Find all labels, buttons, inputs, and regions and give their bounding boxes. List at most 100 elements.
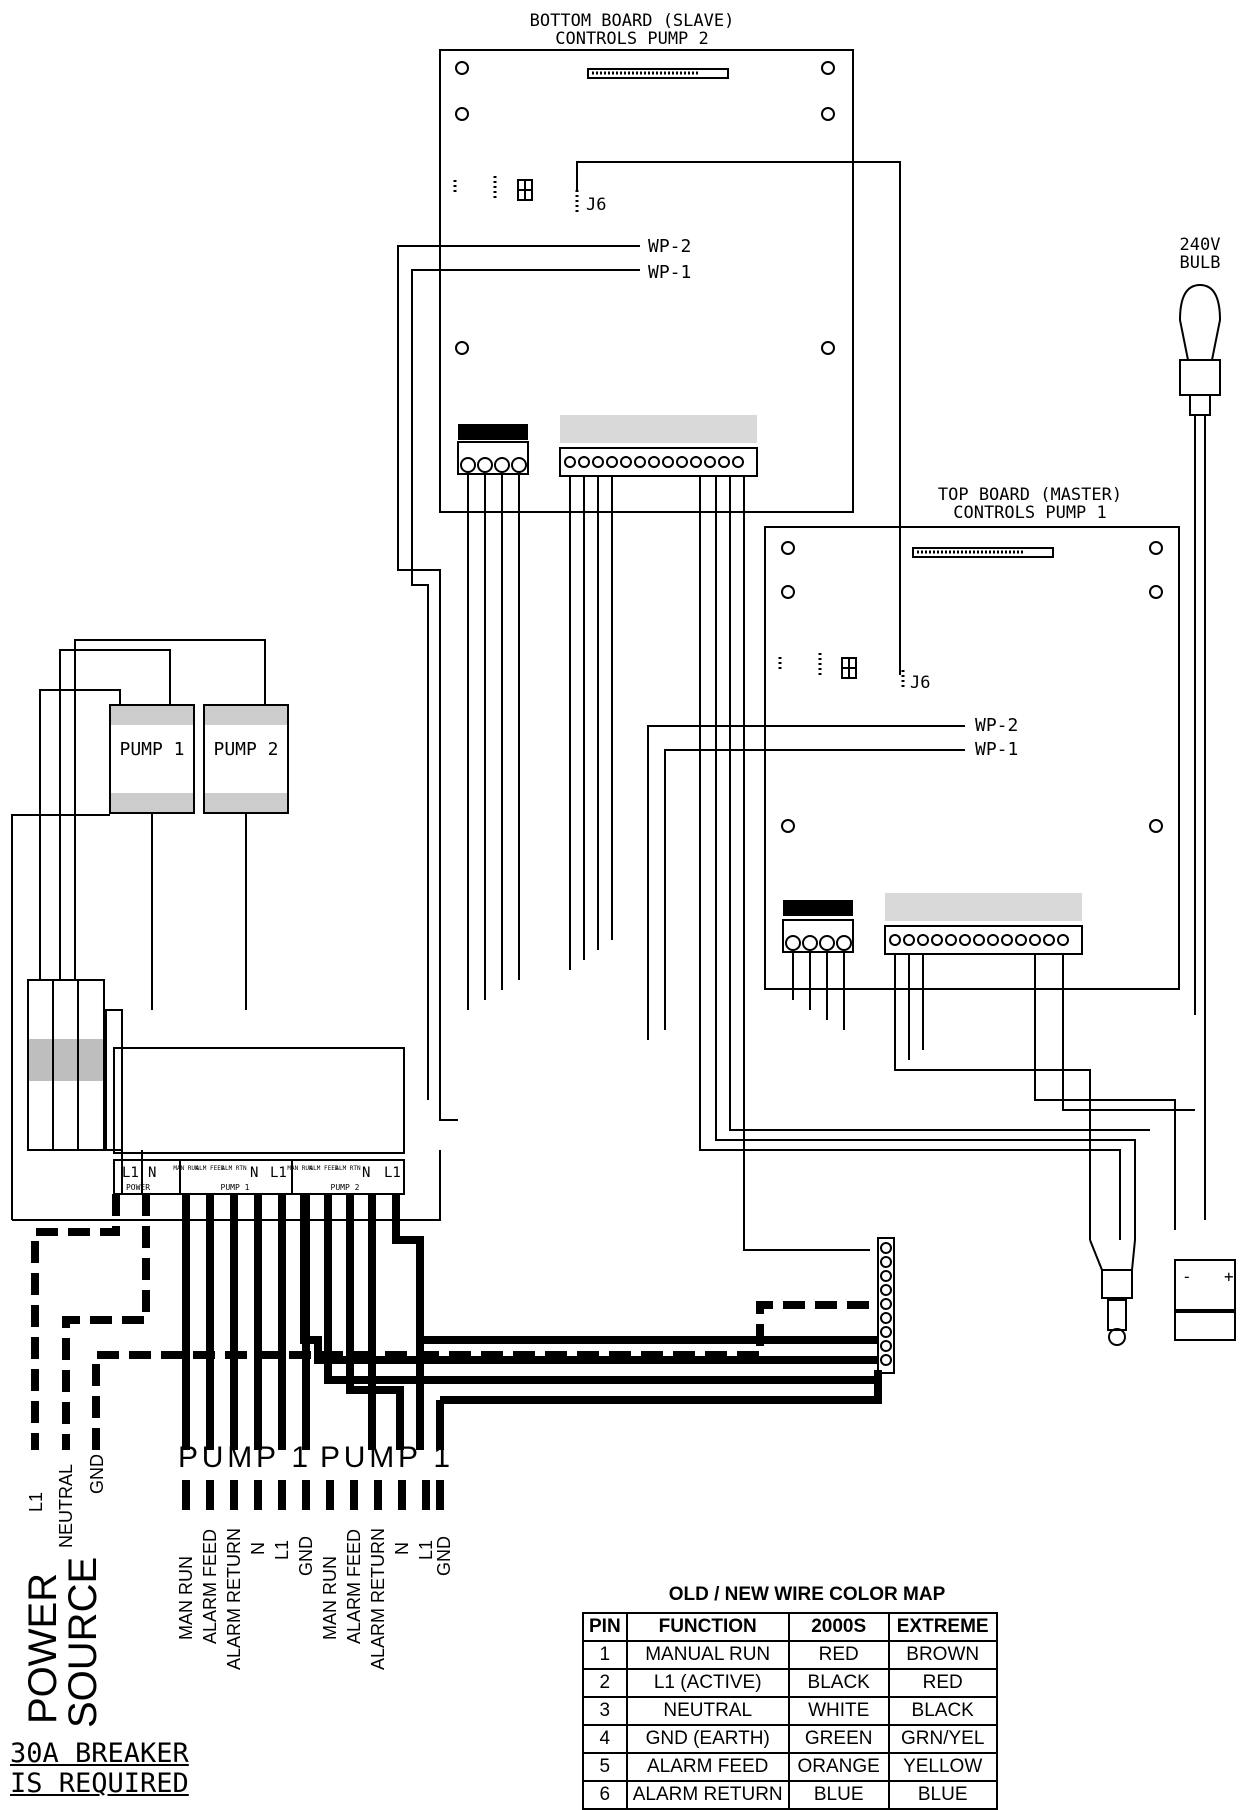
strip-power-n: N (148, 1165, 156, 1181)
cell: MANUAL RUN (625, 1640, 790, 1670)
strip-pump1-l1: L1 (270, 1165, 287, 1181)
color-map-header: PIN FUNCTION 2000S EXTREME (582, 1612, 998, 1642)
strip-pump2-label-2: ALM RTN (335, 1165, 361, 1172)
col-pin: PIN (582, 1612, 628, 1642)
p2-alarm-feed: ALARM FEED (344, 1529, 364, 1644)
strip-pump2-l1: L1 (384, 1165, 401, 1181)
power-neutral-label: NEUTRAL (56, 1464, 76, 1548)
pump-heading-1: PUMP 1 (178, 1441, 308, 1474)
cell: 5 (582, 1752, 628, 1782)
power-l1-label: L1 (26, 1492, 46, 1512)
cell: BROWN (887, 1640, 998, 1670)
contactor-pump2: PUMP 2 (203, 704, 289, 814)
cell: 2 (582, 1668, 628, 1698)
table-row: 4 GND (EARTH) GREEN GRN/YEL (582, 1724, 998, 1754)
table-row: 5 ALARM FEED ORANGE YELLOW (582, 1752, 998, 1782)
strip-pump1-caption: PUMP 1 (221, 1183, 250, 1192)
bottom-board: BOTTOM BOARD (SLAVE) CONTROLS PUMP 2 J6 … (439, 11, 854, 513)
strip-pump2-n: N (362, 1165, 370, 1181)
p2-man-run: MAN RUN (320, 1556, 340, 1640)
cell: 6 (582, 1780, 628, 1810)
power-source-line1: POWER (21, 1573, 65, 1724)
strip-power-caption: POWER (126, 1183, 150, 1192)
cell: BLUE (887, 1780, 998, 1810)
cell: RED (887, 1668, 998, 1698)
p1-alarm-return: ALARM RETURN (224, 1528, 244, 1670)
strip-pump1-label-1: ALM FEED (196, 1165, 225, 1172)
cell: GRN/YEL (887, 1724, 998, 1754)
internal-wiring (11, 161, 1195, 1251)
cell: NEUTRAL (625, 1696, 790, 1726)
cell: BLACK (887, 1696, 998, 1726)
cell: 1 (582, 1640, 628, 1670)
cell: WHITE (787, 1696, 890, 1726)
strip-power-l1: L1 (122, 1165, 139, 1181)
power-source-line2: SOURCE (61, 1557, 105, 1728)
top-board-title: TOP BOARD (MASTER) (938, 485, 1122, 505)
cell: ALARM RETURN (625, 1780, 790, 1810)
bulb-voltage: 240V (1180, 235, 1221, 255)
bottom-board-title: BOTTOM BOARD (SLAVE) (530, 11, 735, 31)
strip-pump1-label-0: MAN RUN (173, 1165, 199, 1172)
bulb-label: BULB (1180, 253, 1221, 273)
table-row: 2 L1 (ACTIVE) BLACK RED (582, 1668, 998, 1698)
strip-pump1-n: N (250, 1165, 258, 1181)
col-2000s: 2000S (787, 1612, 890, 1642)
strip-pump2-label-1: ALM FEED (310, 1165, 339, 1172)
cell: YELLOW (887, 1752, 998, 1782)
alarm-buzzer (1174, 1259, 1236, 1341)
cell: 4 (582, 1724, 628, 1754)
p2-l1: L1 (416, 1540, 436, 1560)
color-map-title: OLD / NEW WIRE COLOR MAP (668, 1584, 946, 1605)
p1-alarm-feed: ALARM FEED (200, 1529, 220, 1644)
strip-pump2-caption: PUMP 2 (331, 1183, 360, 1192)
breaker-note-line1: 30A BREAKER (10, 1738, 189, 1769)
p1-man-run: MAN RUN (176, 1556, 196, 1640)
bottom-wp1-label: WP-1 (648, 262, 691, 283)
p2-alarm-return: ALARM RETURN (368, 1528, 388, 1670)
cell: GREEN (787, 1724, 890, 1754)
top-board: TOP BOARD (MASTER) CONTROLS PUMP 1 J6 WP… (764, 485, 1180, 990)
reset-switch (1089, 1239, 1136, 1346)
contactor-pump2-label: PUMP 2 (213, 739, 278, 760)
col-function: FUNCTION (625, 1612, 790, 1642)
top-board-subtitle: CONTROLS PUMP 1 (953, 503, 1107, 523)
cell: GND (EARTH) (625, 1724, 790, 1754)
field-wiring (31, 1194, 882, 1450)
p1-n: N (248, 1542, 268, 1555)
p2-gnd: GND (434, 1536, 454, 1576)
top-wp2-label: WP-2 (975, 715, 1018, 736)
contactor-pump1-label: PUMP 1 (119, 739, 184, 760)
cell: ALARM FEED (625, 1752, 790, 1782)
p1-l1: L1 (272, 1540, 292, 1560)
cell: RED (787, 1640, 890, 1670)
terminal-strip-labels: L1 N POWER PUMP 1 N L1 PUMP 2 N L1 (122, 1165, 401, 1192)
p2-n: N (392, 1542, 412, 1555)
bulb: 240V BULB (1178, 235, 1222, 1220)
buzzer-neg: - (1182, 1267, 1192, 1286)
buzzer-pos: + (1224, 1267, 1234, 1286)
contactor-pump1: PUMP 1 (109, 704, 195, 814)
bottom-wp2-label: WP-2 (648, 236, 691, 257)
bottom-wire-labels: L1 NEUTRAL GND PUMP 1 PUMP 1 MAN RUN ALA… (21, 1441, 454, 1728)
col-extreme: EXTREME (887, 1612, 998, 1642)
top-wp1-label: WP-1 (975, 739, 1018, 760)
table-row: 3 NEUTRAL WHITE BLACK (582, 1696, 998, 1726)
bottom-board-subtitle: CONTROLS PUMP 2 (555, 29, 709, 49)
power-gnd-label: GND (87, 1454, 107, 1494)
cell: ORANGE (787, 1752, 890, 1782)
cell: 3 (582, 1696, 628, 1726)
ground-bus (877, 1237, 895, 1374)
bottom-j6-label: J6 (586, 195, 606, 215)
table-row: 6 ALARM RETURN BLUE BLUE (582, 1780, 998, 1810)
strip-pump2-label-0: MAN RUN (287, 1165, 313, 1172)
table-row: 1 MANUAL RUN RED BROWN (582, 1640, 998, 1670)
breaker-note-line2: IS REQUIRED (10, 1768, 189, 1799)
pump-heading-2: PUMP 1 (320, 1441, 450, 1474)
p1-gnd: GND (296, 1536, 316, 1576)
cell: BLACK (787, 1668, 890, 1698)
cell: BLUE (787, 1780, 890, 1810)
top-j6-label: J6 (910, 673, 930, 693)
breaker (27, 979, 105, 1151)
